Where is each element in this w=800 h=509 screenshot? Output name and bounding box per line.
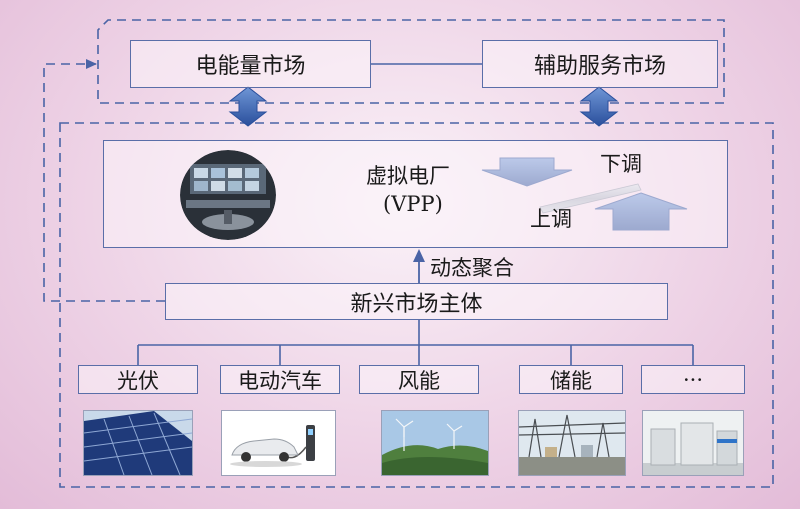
vpp-name-cn: 虚拟电厂 <box>366 164 450 188</box>
emerging-entities-box: 新兴市场主体 <box>165 283 668 320</box>
electric-car-charging-photo <box>221 410 336 476</box>
resource-storage-box: 储能 <box>519 365 623 394</box>
resource-solar-box: 光伏 <box>78 365 198 394</box>
energy-market-box: 电能量市场 <box>130 40 371 88</box>
ancillary-market-box: 辅助服务市场 <box>482 40 718 88</box>
resource-other-label: ··· <box>682 367 704 392</box>
energy-market-double-arrow <box>228 86 268 127</box>
resource-other-box: ··· <box>641 365 745 394</box>
resource-storage-label: 储能 <box>550 368 592 393</box>
resource-solar-label: 光伏 <box>117 368 159 393</box>
resource-ev-box: 电动汽车 <box>220 365 340 394</box>
energy-market-label: 电能量市场 <box>195 54 306 79</box>
solar-panel-photo <box>83 410 193 476</box>
feedback-dashed-line <box>43 63 165 302</box>
regulate-down-label: 下调 <box>600 152 642 176</box>
aggregation-arrowhead <box>413 249 425 262</box>
vpp-dashed-frame <box>59 122 774 488</box>
ancillary-market-double-arrow <box>579 86 619 127</box>
battery-container-photo <box>642 410 744 476</box>
regulate-up-label: 上调 <box>530 207 572 231</box>
wind-turbine-photo <box>381 410 489 476</box>
aggregation-label: 动态聚合 <box>430 256 514 280</box>
feedback-arrowhead <box>86 59 97 69</box>
ancillary-market-label: 辅助服务市场 <box>533 54 666 79</box>
vpp-name-en: (VPP) <box>383 192 443 216</box>
resource-ev-label: 电动汽车 <box>238 368 322 393</box>
resource-wind-label: 风能 <box>398 368 440 393</box>
market-dashed-frame <box>97 19 725 104</box>
control-room-photo <box>180 150 276 240</box>
energy-storage-station-photo <box>518 410 626 476</box>
resource-wind-box: 风能 <box>359 365 479 394</box>
emerging-entities-label: 新兴市场主体 <box>350 291 483 317</box>
